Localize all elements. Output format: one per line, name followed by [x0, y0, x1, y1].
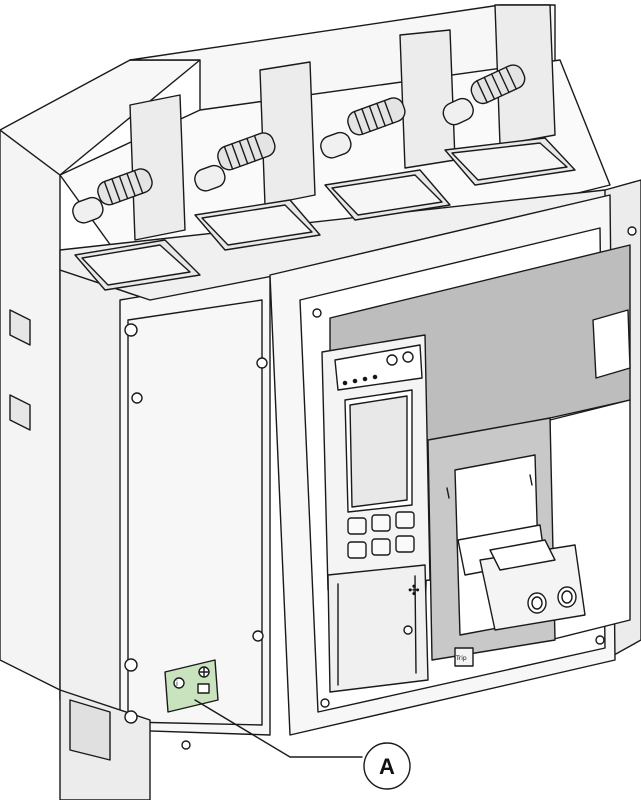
callout-label: A [379, 754, 395, 779]
handle-window [427, 417, 586, 661]
auxiliary-module: i [164, 659, 219, 713]
terminal-pads [74, 137, 576, 291]
left-housing [0, 59, 271, 800]
side-panel-screws [124, 323, 268, 750]
trip-tag-label: Trip [455, 655, 467, 662]
svg-text:i: i [176, 680, 178, 688]
trip-unit [321, 334, 431, 591]
terminal-bolts [72, 64, 526, 224]
trip-tag: Trip [454, 647, 474, 667]
trip-unit-cover: ✣ [327, 564, 429, 693]
callout-A: A [194, 699, 411, 790]
svg-text:✣: ✣ [408, 583, 420, 599]
